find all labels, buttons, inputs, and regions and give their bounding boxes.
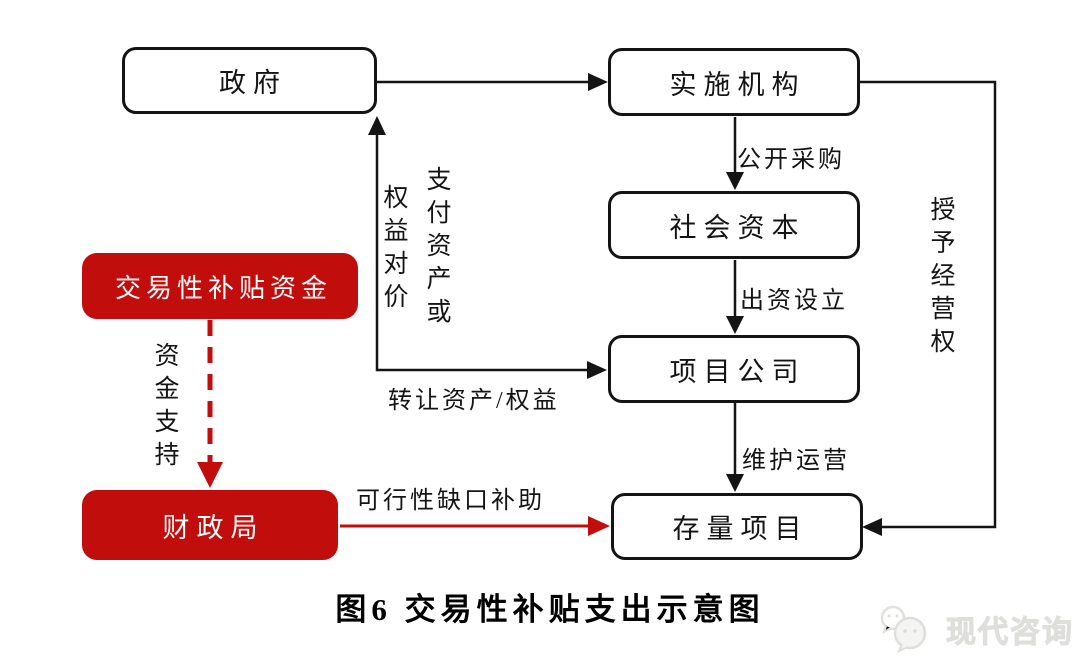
node-government: 政府 bbox=[122, 47, 377, 114]
node-social-capital: 社会资本 bbox=[608, 191, 860, 259]
arrow-finance-bureau-to-existing-project bbox=[340, 516, 610, 536]
edge-label-maintain-operate: 维护运营 bbox=[742, 448, 850, 474]
edge-label-transfer-assets-equity: 转让资产/权益 bbox=[388, 388, 560, 414]
edge-label-public-procurement: 公开采购 bbox=[737, 147, 845, 173]
edge-label-grant-franchise: 授予经营权 bbox=[927, 196, 954, 361]
watermark: 现代咨询 bbox=[876, 598, 1076, 660]
figure-caption: 图6 交易性补贴支出示意图 bbox=[335, 592, 765, 627]
arrow-agency-to-social-capital bbox=[726, 117, 744, 190]
arrow-project-company-to-existing-project bbox=[726, 403, 744, 492]
node-implementing-agency: 实施机构 bbox=[608, 48, 860, 116]
arrow-agency-to-existing-project bbox=[860, 80, 997, 536]
node-existing-project: 存量项目 bbox=[611, 493, 863, 560]
node-project-company: 项目公司 bbox=[608, 335, 860, 403]
edge-label-funding-support: 资金支持 bbox=[151, 342, 178, 474]
chat-bubbles-logo-icon bbox=[880, 605, 927, 653]
arrow-government-project-company-elbow bbox=[368, 116, 607, 379]
node-finance-bureau: 财政局 bbox=[82, 490, 338, 560]
edge-label-equity-consideration: 权益对价 bbox=[380, 184, 407, 316]
edge-label-viability-gap-subsidy: 可行性缺口补助 bbox=[356, 488, 545, 514]
edge-label-pay-assets-or: 支付资产或 bbox=[423, 166, 450, 331]
node-transactional-subsidy-fund: 交易性补贴资金 bbox=[82, 253, 358, 319]
edge-label-invest-establish: 出资设立 bbox=[740, 288, 848, 314]
arrow-subsidy-fund-to-finance-bureau bbox=[197, 320, 223, 488]
watermark-text: 现代咨询 bbox=[946, 616, 1074, 650]
arrow-government-to-agency bbox=[377, 73, 608, 91]
arrow-social-capital-to-project-company bbox=[726, 260, 744, 334]
